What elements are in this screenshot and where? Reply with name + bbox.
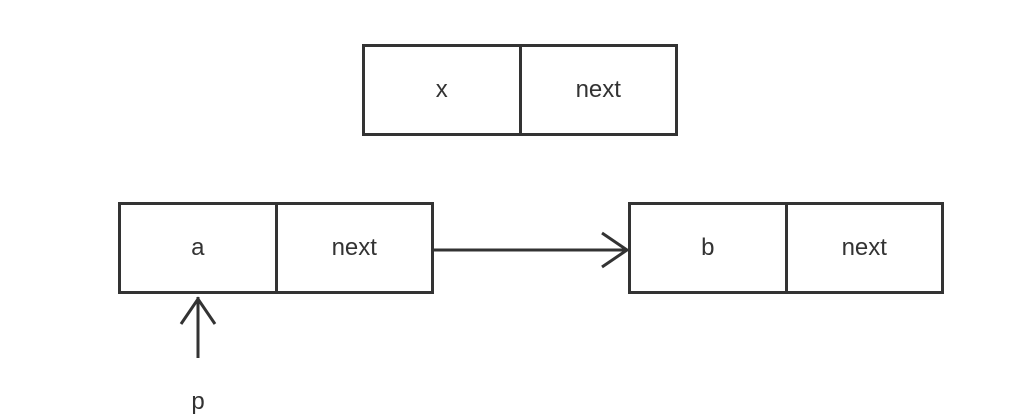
node-a-data-cell: a — [191, 234, 205, 261]
next-arrow-a-to-b — [434, 231, 630, 269]
node-b-data-cell: b — [701, 234, 715, 261]
node-b: b next — [628, 202, 944, 294]
pointer-label-p: p — [191, 388, 205, 415]
node-a: a next — [118, 202, 434, 294]
pointer-arrow-p — [179, 296, 217, 358]
node-x-next-cell: next — [518, 47, 676, 133]
node-x: x next — [362, 44, 678, 136]
node-x-data-cell: x — [435, 76, 448, 103]
node-a-next-cell: next — [274, 205, 432, 291]
node-b-next-cell: next — [784, 205, 942, 291]
